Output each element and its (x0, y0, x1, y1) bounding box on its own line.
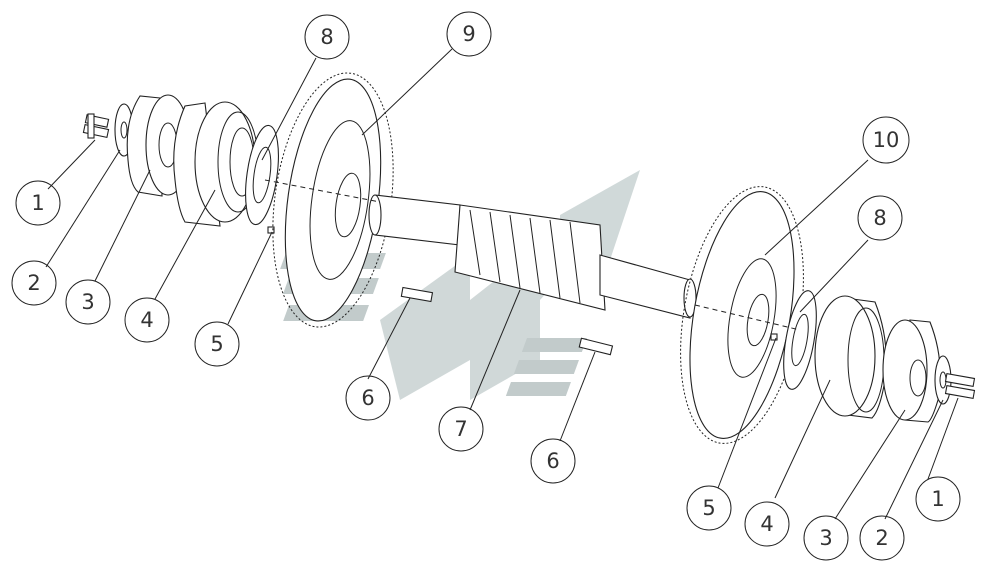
key-left (400, 286, 434, 303)
callout-2-right: 2 (859, 515, 905, 561)
svg-text:5: 5 (210, 332, 223, 356)
svg-text:6: 6 (546, 449, 559, 473)
bearing-right (882, 319, 941, 423)
svg-text:2: 2 (27, 271, 40, 295)
callout-4-right: 4 (744, 501, 790, 547)
callout-3-right: 3 (803, 515, 849, 561)
svg-text:3: 3 (819, 526, 832, 550)
svg-text:8: 8 (320, 25, 333, 49)
svg-text:6: 6 (361, 386, 374, 410)
center-axis (264, 179, 801, 331)
bearing-housing-left (173, 101, 259, 227)
bolts-right (944, 372, 976, 400)
callout-6-right: 6 (530, 438, 576, 484)
svg-text:5: 5 (702, 496, 715, 520)
svg-text:8: 8 (873, 206, 886, 230)
pin-right (770, 333, 778, 341)
callout-1-right: 1 (915, 476, 961, 522)
callout-6-left: 6 (345, 375, 391, 421)
callouts: 1 2 3 4 5 8 9 6 (11, 11, 961, 561)
callout-1-left: 1 (15, 180, 61, 226)
callout-10: 10 (862, 116, 910, 164)
pinion-shaft-7 (368, 194, 697, 319)
svg-text:4: 4 (760, 512, 773, 536)
svg-text:9: 9 (462, 22, 475, 46)
callout-3-left: 3 (65, 279, 111, 325)
gasket-left (245, 124, 279, 226)
svg-text:1: 1 (31, 191, 44, 215)
svg-text:1: 1 (931, 487, 944, 511)
svg-text:7: 7 (454, 417, 467, 441)
callout-5-right: 5 (686, 485, 732, 531)
svg-text:10: 10 (873, 128, 900, 152)
callout-9: 9 (446, 11, 492, 57)
callout-2-left: 2 (11, 260, 57, 306)
svg-text:4: 4 (140, 308, 153, 332)
callout-8-left: 8 (304, 14, 350, 60)
callout-8-right: 8 (857, 195, 903, 241)
callout-4-left: 4 (124, 297, 170, 343)
bolts-left (82, 113, 110, 139)
callout-7: 7 (438, 406, 484, 452)
callout-5-left: 5 (194, 321, 240, 367)
leader-lines (45, 48, 959, 520)
svg-text:3: 3 (81, 290, 94, 314)
key-right (578, 337, 614, 356)
gasket-right (783, 290, 817, 390)
svg-text:2: 2 (875, 526, 888, 550)
bearing-housing-right (814, 295, 887, 419)
